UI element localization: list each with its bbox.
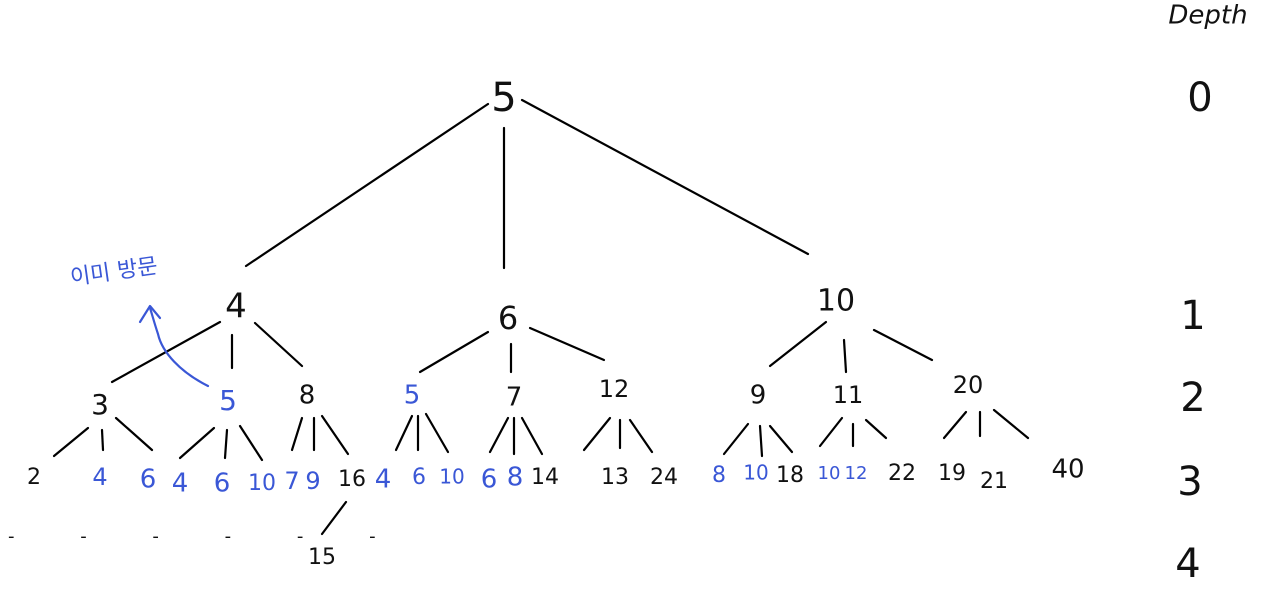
edge	[178, 426, 216, 460]
tree-node: 24	[650, 465, 678, 490]
tree-node: 20	[953, 371, 984, 399]
tree-node-visited: 10	[248, 471, 276, 496]
edge	[528, 326, 606, 362]
tree-node-visited: 5	[219, 384, 237, 417]
tree-node: 9	[750, 381, 767, 411]
tree-node: 10	[817, 284, 855, 319]
tree-node-visited: 10	[439, 465, 464, 489]
depth-header: Depth	[1168, 1, 1247, 31]
tree-node: 22	[888, 461, 916, 486]
tree-node: 7	[506, 383, 523, 413]
edge	[842, 338, 848, 374]
edge	[628, 418, 654, 454]
edge	[872, 328, 934, 362]
depth-label-3: 3	[1177, 459, 1202, 505]
tree-node: 11	[833, 381, 864, 409]
edge	[520, 416, 544, 456]
edge	[424, 412, 450, 454]
edge	[768, 320, 828, 368]
tree-node: 18	[776, 463, 804, 488]
depth-label-0: 0	[1187, 75, 1212, 121]
edge	[722, 422, 750, 456]
tree-node-visited: 10	[743, 461, 768, 485]
edge	[992, 408, 1030, 440]
curved-arrow-up-icon	[138, 304, 210, 388]
depth-label-2: 2	[1180, 375, 1205, 421]
tree-node-visited: 6	[481, 465, 498, 495]
edge	[758, 424, 764, 458]
tree-node: 19	[938, 461, 966, 486]
edge	[52, 426, 90, 458]
edge	[320, 500, 348, 536]
tree-node-visited: 8	[507, 463, 524, 493]
tree-node-visited: 10	[818, 463, 841, 484]
edge	[488, 416, 510, 454]
edge	[290, 416, 304, 452]
edge	[520, 98, 810, 256]
tree-node-visited: 5	[404, 381, 421, 411]
tree-node: 5	[491, 75, 516, 121]
tree-node: 8	[299, 381, 316, 411]
tree-node-visited: 7	[284, 467, 299, 495]
edge	[223, 428, 229, 460]
tree-node-visited: 6	[140, 465, 157, 495]
edge	[394, 414, 414, 452]
edge	[238, 424, 264, 462]
already-visited-note: 이미 방문	[69, 254, 160, 291]
edge	[582, 416, 612, 452]
tree-node-visited: 9	[305, 467, 320, 495]
tree-node: 16	[338, 467, 366, 492]
edge	[768, 424, 794, 454]
depth-label-1: 1	[1180, 293, 1205, 339]
tree-node: 6	[498, 299, 518, 337]
tree-node-visited: 4	[92, 463, 107, 491]
edge	[253, 321, 304, 368]
tree-node-visited: 12	[845, 463, 868, 484]
edge	[942, 410, 968, 440]
tree-node: 15	[308, 545, 336, 570]
edge	[320, 414, 350, 456]
tree-node-visited: 6	[412, 465, 426, 490]
edge	[244, 102, 490, 268]
edge	[100, 428, 105, 452]
tree-node: 13	[601, 465, 629, 490]
tree-node: 14	[531, 465, 559, 490]
tree-node: 21	[980, 469, 1008, 494]
edge	[114, 416, 154, 452]
tree-node-visited: 4	[375, 465, 392, 495]
tree-node: 40	[1051, 455, 1084, 485]
edge	[818, 416, 844, 448]
edge	[864, 418, 888, 440]
tree-node: 12	[599, 375, 630, 403]
tree-node-visited: 6	[214, 469, 231, 499]
depth-column: Depth 0 1 2 3 4	[1168, 1, 1247, 588]
depth-label-4: 4	[1175, 541, 1200, 587]
depth4-ellipsis: - - - - - -	[8, 526, 406, 547]
tree-edges	[52, 98, 1030, 536]
tree-node: 2	[27, 465, 41, 490]
tree-node: 3	[91, 388, 109, 421]
tree-node: 4	[225, 287, 247, 327]
edge	[418, 330, 490, 374]
tree-node-visited: 8	[712, 463, 726, 488]
tree-node-visited: 4	[172, 469, 189, 499]
